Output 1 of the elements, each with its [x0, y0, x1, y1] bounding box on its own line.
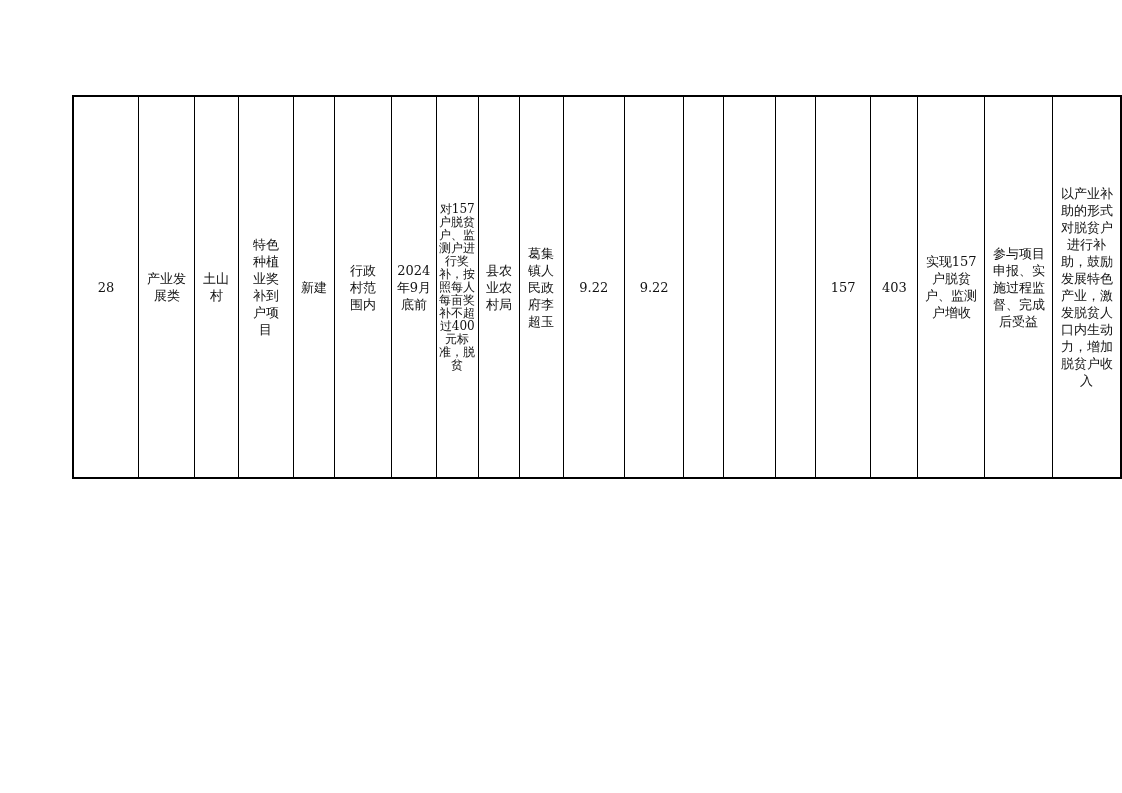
table-cell: 对157户脱贫户、监测户进行奖补，按照每人每亩奖补不超过400元标准，脱贫: [436, 96, 479, 478]
